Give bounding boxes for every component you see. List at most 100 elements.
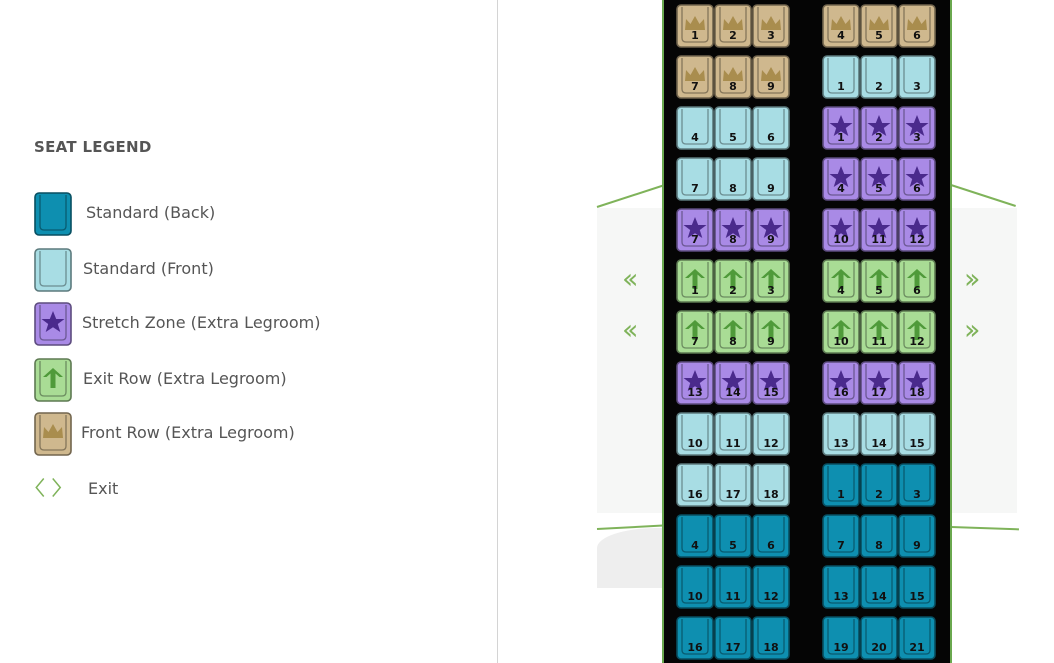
seat-front-row-9[interactable]: 9 — [752, 55, 790, 99]
seat-number: 11 — [725, 590, 741, 603]
seat-standard-front-8[interactable]: 8 — [714, 157, 752, 201]
seat-standard-front-16[interactable]: 16 — [676, 463, 714, 507]
seat-icon — [34, 192, 72, 236]
seat-stretch-8[interactable]: 8 — [714, 208, 752, 252]
seat-exit-row-1[interactable]: 1 — [676, 259, 714, 303]
seat-stretch-10[interactable]: 10 — [822, 208, 860, 252]
seat-standard-front-5[interactable]: 5 — [714, 106, 752, 150]
seat-standard-back-9[interactable]: 9 — [898, 514, 936, 558]
seat-standard-back-8[interactable]: 8 — [860, 514, 898, 558]
seat-standard-front-17[interactable]: 17 — [714, 463, 752, 507]
seat-stretch-14[interactable]: 14 — [714, 361, 752, 405]
seat-standard-back-17[interactable]: 17 — [714, 616, 752, 660]
seat-standard-back-14[interactable]: 14 — [860, 565, 898, 609]
seat-number: 6 — [913, 29, 921, 42]
seat-stretch-3[interactable]: 3 — [898, 106, 936, 150]
seat-stretch-9[interactable]: 9 — [752, 208, 790, 252]
legend-label: Exit Row (Extra Legroom) — [83, 369, 287, 388]
seat-standard-back-1[interactable]: 1 — [822, 463, 860, 507]
seat-front-row-2[interactable]: 2 — [714, 4, 752, 48]
seat-standard-back-6[interactable]: 6 — [752, 514, 790, 558]
wing-edge-left-top — [596, 183, 666, 208]
seat-standard-front-10[interactable]: 10 — [676, 412, 714, 456]
seat-standard-back-21[interactable]: 21 — [898, 616, 936, 660]
seat-exit-row-7[interactable]: 7 — [676, 310, 714, 354]
seat-number: 7 — [691, 335, 699, 348]
seat-stretch-13[interactable]: 13 — [676, 361, 714, 405]
seat-standard-front-11[interactable]: 11 — [714, 412, 752, 456]
seat-stretch-1[interactable]: 1 — [822, 106, 860, 150]
seat-standard-back-19[interactable]: 19 — [822, 616, 860, 660]
legend-label: Stretch Zone (Extra Legroom) — [82, 313, 321, 332]
seat-number: 5 — [875, 182, 883, 195]
seat-front-row-3[interactable]: 3 — [752, 4, 790, 48]
seat-standard-front-6[interactable]: 6 — [752, 106, 790, 150]
seat-front-row-6[interactable]: 6 — [898, 4, 936, 48]
seat-number: 2 — [875, 488, 883, 501]
seat-number: 14 — [725, 386, 741, 399]
seat-exit-row-4[interactable]: 4 — [822, 259, 860, 303]
seat-standard-back-18[interactable]: 18 — [752, 616, 790, 660]
exit-right-icon: ›› — [964, 313, 981, 346]
seat-exit-row-8[interactable]: 8 — [714, 310, 752, 354]
seat-stretch-16[interactable]: 16 — [822, 361, 860, 405]
seat-standard-front-2[interactable]: 2 — [860, 55, 898, 99]
seat-number: 2 — [875, 80, 883, 93]
arrow-up-icon — [34, 358, 72, 402]
seat-exit-row-2[interactable]: 2 — [714, 259, 752, 303]
seat-exit-row-5[interactable]: 5 — [860, 259, 898, 303]
seat-stretch-6[interactable]: 6 — [898, 157, 936, 201]
seat-standard-back-20[interactable]: 20 — [860, 616, 898, 660]
seat-standard-back-2[interactable]: 2 — [860, 463, 898, 507]
seat-exit-row-6[interactable]: 6 — [898, 259, 936, 303]
seat-standard-front-14[interactable]: 14 — [860, 412, 898, 456]
seat-standard-back-11[interactable]: 11 — [714, 565, 752, 609]
seat-standard-back-5[interactable]: 5 — [714, 514, 752, 558]
seat-front-row-7[interactable]: 7 — [676, 55, 714, 99]
seat-number: 1 — [691, 284, 699, 297]
seat-number: 12 — [909, 335, 925, 348]
seat-standard-front-9[interactable]: 9 — [752, 157, 790, 201]
seat-front-row-5[interactable]: 5 — [860, 4, 898, 48]
seat-stretch-5[interactable]: 5 — [860, 157, 898, 201]
seat-standard-front-7[interactable]: 7 — [676, 157, 714, 201]
seat-number: 5 — [875, 284, 883, 297]
seat-standard-back-3[interactable]: 3 — [898, 463, 936, 507]
seat-number: 5 — [729, 539, 737, 552]
seat-exit-row-12[interactable]: 12 — [898, 310, 936, 354]
seat-standard-front-15[interactable]: 15 — [898, 412, 936, 456]
seat-front-row-4[interactable]: 4 — [822, 4, 860, 48]
seat-stretch-12[interactable]: 12 — [898, 208, 936, 252]
seat-exit-row-3[interactable]: 3 — [752, 259, 790, 303]
seat-standard-back-7[interactable]: 7 — [822, 514, 860, 558]
seat-exit-row-9[interactable]: 9 — [752, 310, 790, 354]
seat-stretch-11[interactable]: 11 — [860, 208, 898, 252]
seat-standard-back-13[interactable]: 13 — [822, 565, 860, 609]
seat-exit-row-11[interactable]: 11 — [860, 310, 898, 354]
seat-number: 8 — [729, 182, 737, 195]
seat-standard-front-3[interactable]: 3 — [898, 55, 936, 99]
seat-stretch-4[interactable]: 4 — [822, 157, 860, 201]
seat-standard-back-16[interactable]: 16 — [676, 616, 714, 660]
seat-stretch-18[interactable]: 18 — [898, 361, 936, 405]
seat-front-row-8[interactable]: 8 — [714, 55, 752, 99]
seat-standard-front-4[interactable]: 4 — [676, 106, 714, 150]
seat-front-row-1[interactable]: 1 — [676, 4, 714, 48]
seat-standard-back-10[interactable]: 10 — [676, 565, 714, 609]
seat-standard-front-18[interactable]: 18 — [752, 463, 790, 507]
seat-stretch-17[interactable]: 17 — [860, 361, 898, 405]
seat-standard-back-12[interactable]: 12 — [752, 565, 790, 609]
seat-stretch-2[interactable]: 2 — [860, 106, 898, 150]
seat-exit-row-10[interactable]: 10 — [822, 310, 860, 354]
seat-standard-back-15[interactable]: 15 — [898, 565, 936, 609]
seat-standard-front-12[interactable]: 12 — [752, 412, 790, 456]
seat-number: 12 — [763, 437, 779, 450]
seat-standard-back-4[interactable]: 4 — [676, 514, 714, 558]
seat-stretch-7[interactable]: 7 — [676, 208, 714, 252]
seat-standard-front-13[interactable]: 13 — [822, 412, 860, 456]
seat-stretch-15[interactable]: 15 — [752, 361, 790, 405]
seat-standard-front-1[interactable]: 1 — [822, 55, 860, 99]
seat-number: 12 — [763, 590, 779, 603]
seat-number: 1 — [837, 80, 845, 93]
seat-number: 8 — [729, 233, 737, 246]
